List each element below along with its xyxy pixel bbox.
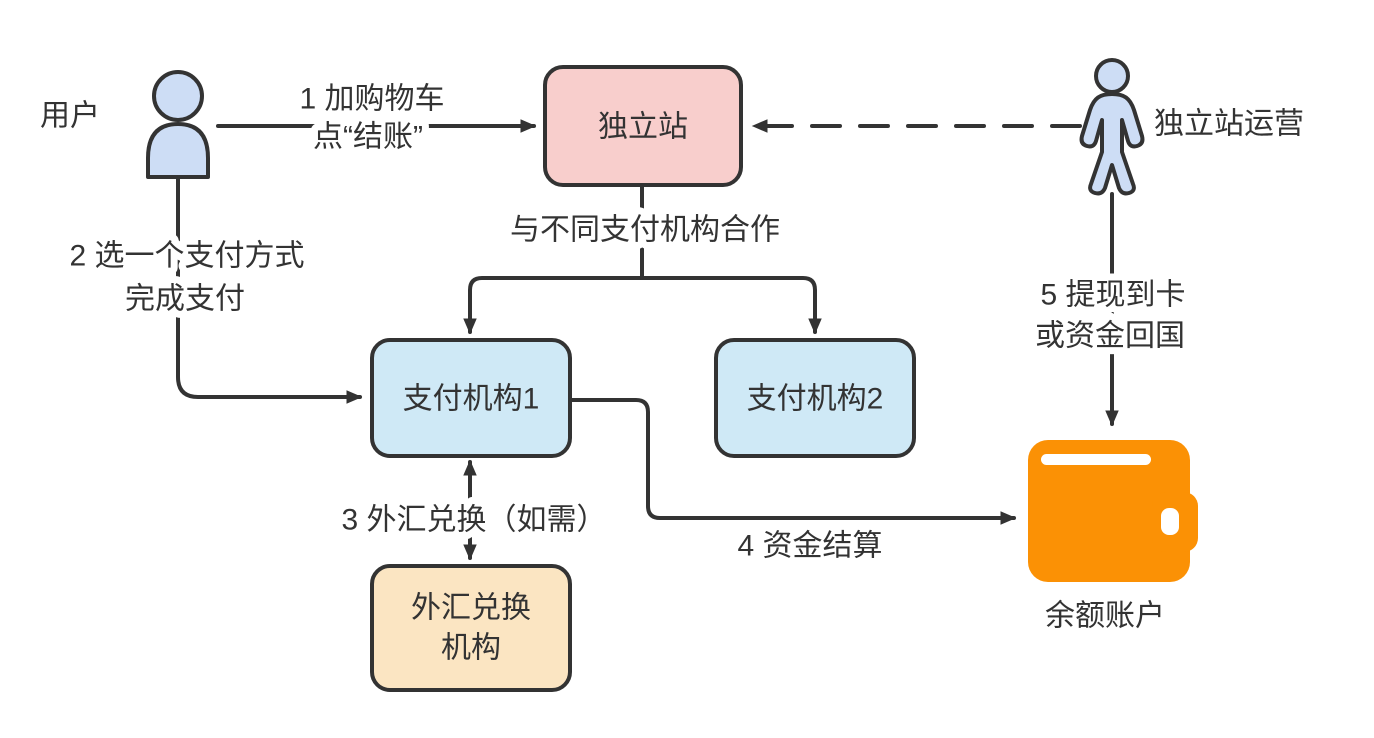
edge-step2-arrow <box>176 176 363 404</box>
edge-cooperation-label: 与不同支付机构合作 <box>510 214 780 247</box>
node-fx-org-label-line2: 机构 <box>441 632 501 665</box>
edge-step4-arrow <box>568 398 1017 525</box>
wallet-icon <box>1028 440 1198 582</box>
user-label: 用户 <box>40 100 100 133</box>
edge-step2-label-line2: 完成支付 <box>125 283 245 316</box>
node-independent-site-box <box>543 65 743 187</box>
edge-step4-label: 4 资金结算 <box>737 530 882 563</box>
edge-cooperation-left-arrow <box>463 276 644 335</box>
edge-step3-label: 3 外汇兑换（如需） <box>341 504 606 537</box>
node-fx-org-label-line1: 外汇兑换 <box>411 592 531 625</box>
node-independent-site-label: 独立站 <box>598 111 688 144</box>
node-payment-org-1: 支付机构1 <box>370 338 572 458</box>
node-payment-org-2-label: 支付机构2 <box>747 383 884 416</box>
node-fx-org: 外汇兑换 机构 <box>370 564 572 692</box>
edge-step1-label-line2: 点“结账” <box>313 121 423 154</box>
node-fx-org-box <box>370 564 572 692</box>
edge-cooperation-right-arrow <box>640 276 822 335</box>
node-independent-site: 独立站 <box>543 65 743 187</box>
edge-step2-label-line1: 2 选一个支付方式 <box>69 240 304 273</box>
node-payment-org-1-box <box>370 338 572 458</box>
user-avatar-icon <box>146 70 210 179</box>
edge-step5-label-line2: 或资金回国 <box>1035 320 1185 353</box>
wallet-label: 余额账户 <box>1045 600 1165 633</box>
operator-label: 独立站运营 <box>1154 108 1304 141</box>
node-payment-org-2-box <box>714 338 916 458</box>
edge-step1-label-line1: 1 加购物车 <box>299 83 444 116</box>
operator-person-icon <box>1079 58 1145 196</box>
edge-step5-label-line1: 5 提现到卡 <box>1040 279 1185 312</box>
node-payment-org-2: 支付机构2 <box>714 338 916 458</box>
node-payment-org-1-label: 支付机构1 <box>403 383 540 416</box>
